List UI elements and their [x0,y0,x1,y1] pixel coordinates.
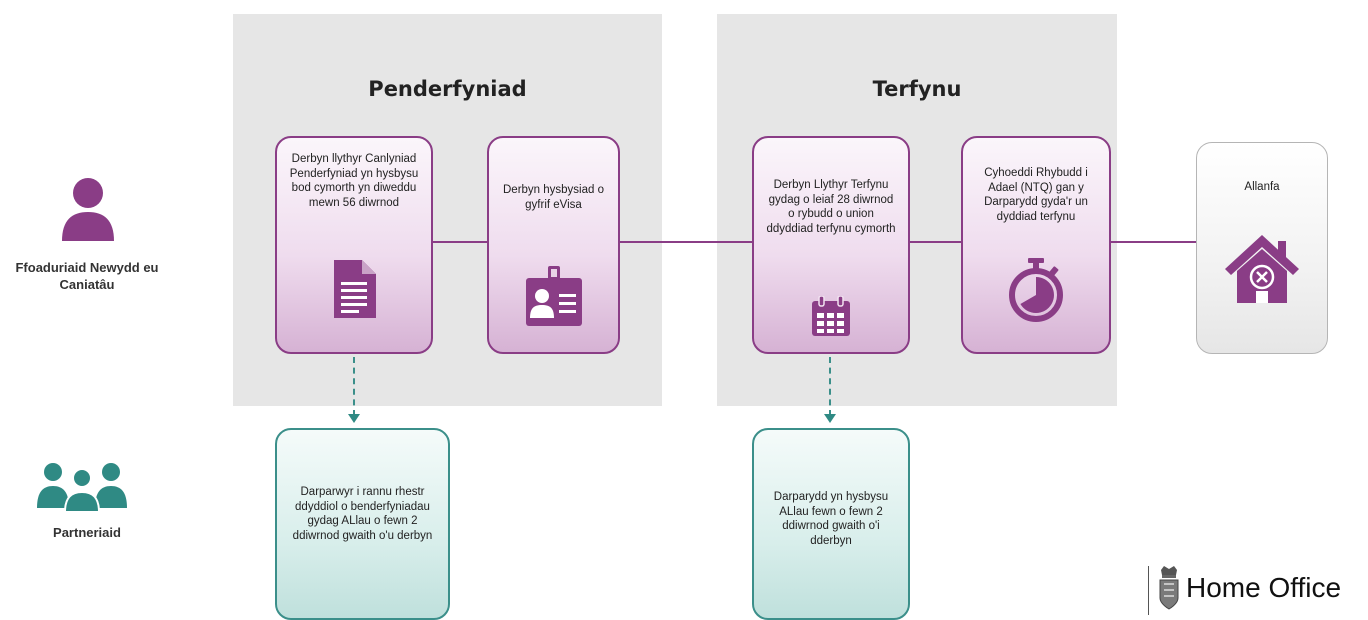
phase-title: Penderfyniad [368,77,527,101]
dashed-arrow-line [353,357,355,416]
step-card-termination-letter: Derbyn Llythyr Terfynu gydag o leiaf 28 … [752,136,910,354]
actor-label-refugees: Ffoaduriaid Newydd eu Caniatâu [15,260,159,292]
arrow-down-icon [824,414,836,423]
arrow-down-icon [348,414,360,423]
group-icon [37,462,127,513]
step-text: Derbyn Llythyr Terfynu gydag o leiaf 28 … [766,179,896,235]
phase-title: Terfynu [872,77,962,101]
partner-step-text: Darparydd yn hysbysu ALlau fewn o fewn 2… [773,491,889,547]
step-text: Derbyn llythyr Canlyniad Penderfyniad yn… [289,153,419,209]
person-icon [58,175,118,245]
dashed-arrow-line [829,357,831,416]
document-icon [277,258,431,325]
crest-icon [1156,566,1182,615]
actor-label-partners: Partneriaid [53,525,121,540]
id-card-icon [489,266,618,333]
home-office-logo: Home Office [1148,560,1368,615]
step-card-decision-letter: Derbyn llythyr Canlyniad Penderfyniad yn… [275,136,433,354]
step-card-evisa: Derbyn hysbysiad o gyfrif eVisa [487,136,620,354]
logo-text: Home Office [1186,572,1342,603]
house-exit-icon [1197,233,1327,308]
stopwatch-icon [963,258,1109,327]
step-text: Cyhoeddi Rhybudd i Adael (NTQ) gan y Dar… [984,167,1088,223]
step-card-notice-to-quit: Cyhoeddi Rhybudd i Adael (NTQ) gan y Dar… [961,136,1111,354]
partner-step-card-notify-la: Darparydd yn hysbysu ALlau fewn o fewn 2… [752,428,910,620]
exit-card: Allanfa [1196,142,1328,354]
exit-label: Allanfa [1244,181,1280,193]
logo-divider [1148,566,1149,615]
partner-step-text: Darparwyr i rannu rhestr ddyddiol o bend… [292,486,433,542]
calendar-icon [754,295,908,343]
partner-step-card-daily-list: Darparwyr i rannu rhestr ddyddiol o bend… [275,428,450,620]
step-text: Derbyn hysbysiad o gyfrif eVisa [503,184,604,211]
